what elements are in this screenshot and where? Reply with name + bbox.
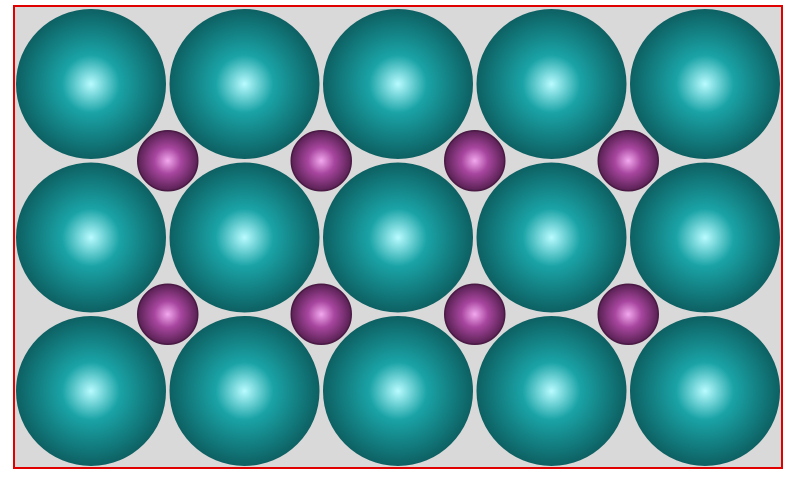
small-sphere — [598, 131, 658, 191]
large-sphere — [477, 316, 627, 466]
small-sphere — [291, 131, 351, 191]
large-sphere — [630, 163, 780, 313]
large-sphere — [170, 9, 320, 159]
large-sphere — [16, 9, 166, 159]
small-sphere — [445, 284, 505, 344]
large-sphere — [16, 316, 166, 466]
small-sphere — [138, 131, 198, 191]
large-spheres — [16, 9, 780, 466]
large-sphere — [477, 9, 627, 159]
small-sphere — [598, 284, 658, 344]
small-sphere — [291, 284, 351, 344]
large-sphere — [323, 9, 473, 159]
large-sphere — [630, 9, 780, 159]
large-sphere — [170, 316, 320, 466]
large-sphere — [630, 316, 780, 466]
large-sphere — [323, 163, 473, 313]
small-sphere — [138, 284, 198, 344]
large-sphere — [323, 316, 473, 466]
large-sphere — [16, 163, 166, 313]
large-sphere — [170, 163, 320, 313]
large-sphere — [477, 163, 627, 313]
small-sphere — [445, 131, 505, 191]
